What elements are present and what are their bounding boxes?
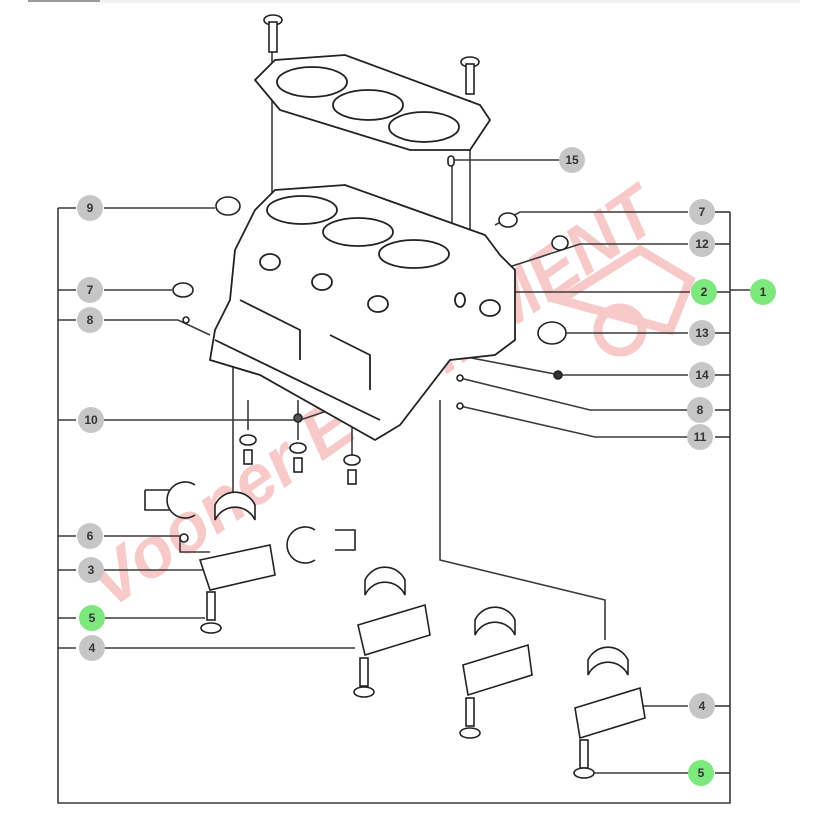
callout-label: 14 — [695, 368, 709, 382]
callout-5[interactable]: 5 — [79, 605, 105, 631]
callout-label: 8 — [696, 403, 704, 417]
callout-8[interactable]: 8 — [77, 307, 103, 333]
callout-11[interactable]: 11 — [687, 424, 713, 450]
top-edge-line — [100, 0, 800, 3]
callout-3[interactable]: 3 — [78, 557, 104, 583]
callout-label: 12 — [695, 237, 709, 251]
main-bearings — [144, 481, 646, 779]
callout-14[interactable]: 14 — [689, 362, 715, 388]
callout-4[interactable]: 4 — [79, 635, 105, 661]
callout-9[interactable]: 9 — [77, 195, 103, 221]
callout-label: 1 — [759, 285, 767, 299]
callout-15[interactable]: 15 — [559, 147, 585, 173]
callout-8[interactable]: 8 — [687, 397, 713, 423]
callout-label: 11 — [693, 430, 707, 444]
left-bracket — [57, 208, 731, 804]
callout-4[interactable]: 4 — [689, 693, 715, 719]
head-bolts — [263, 14, 480, 167]
callout-7[interactable]: 7 — [689, 199, 715, 225]
callout-label: 7 — [698, 205, 706, 219]
leader-frame — [57, 50, 750, 804]
callout-label: 6 — [86, 529, 94, 543]
callout-6[interactable]: 6 — [77, 523, 103, 549]
callout-7[interactable]: 7 — [77, 277, 103, 303]
callout-10[interactable]: 10 — [78, 407, 104, 433]
callout-label: 8 — [86, 313, 94, 327]
callout-2[interactable]: 2 — [691, 279, 717, 305]
small-parts — [172, 196, 569, 543]
watermark-tractor-icon — [548, 244, 696, 357]
callout-label: 7 — [86, 283, 94, 297]
cylinder-block — [208, 184, 516, 442]
head-gasket — [253, 54, 492, 151]
callout-label: 13 — [695, 326, 709, 340]
callout-label: 9 — [86, 201, 94, 215]
callout-12[interactable]: 12 — [689, 231, 715, 257]
callout-13[interactable]: 13 — [689, 320, 715, 346]
callout-label: 4 — [698, 699, 706, 713]
callout-label: 5 — [697, 766, 705, 780]
callout-5[interactable]: 5 — [688, 760, 714, 786]
callout-label: 3 — [87, 563, 95, 577]
callout-label: 5 — [88, 611, 96, 625]
callout-label: 10 — [84, 413, 98, 427]
callout-label: 15 — [565, 153, 579, 167]
callout-1[interactable]: 1 — [750, 279, 776, 305]
callout-label: 4 — [88, 641, 96, 655]
callout-label: 2 — [700, 285, 708, 299]
top-edge-bar — [28, 0, 100, 2]
